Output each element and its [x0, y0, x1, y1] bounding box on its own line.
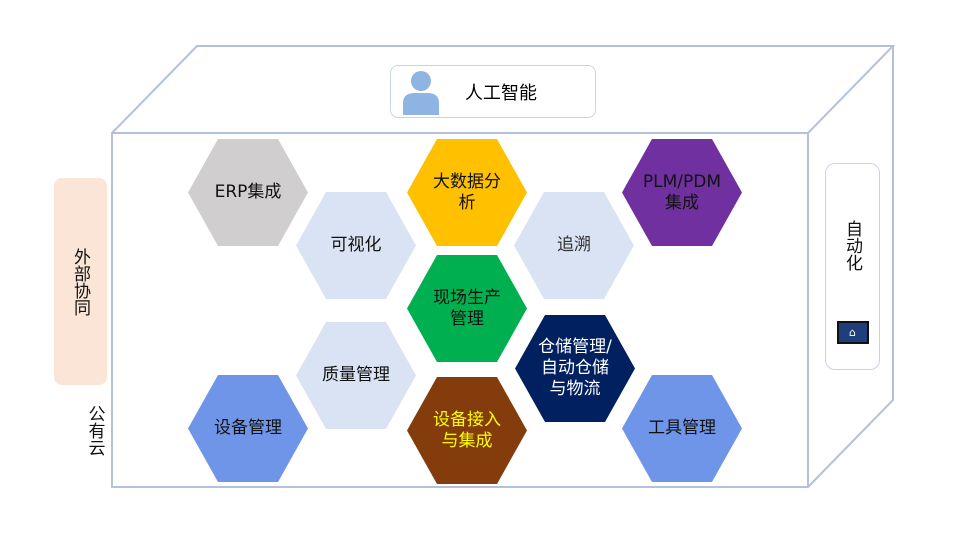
hex-label: PLM/PDM集成	[642, 171, 722, 213]
hex-label: ERP集成	[214, 182, 282, 202]
hex-tooling: 工具管理	[622, 375, 742, 482]
hex-quality: 质量管理	[296, 322, 416, 429]
automation-box: 自动化 ⌂	[825, 163, 880, 370]
hex-label: 工具管理	[648, 418, 716, 438]
public-cloud-label: 公有云	[84, 404, 105, 456]
hex-label: 设备接入与集成	[433, 409, 501, 451]
hex-label: 设备管理	[214, 418, 282, 438]
hex-label: 现场生产管理	[433, 287, 501, 329]
external-collab-box: 外部协同	[54, 178, 107, 385]
hex-label: 可视化	[330, 235, 382, 255]
hex-device-access: 设备接入与集成	[407, 377, 527, 484]
hex-shopfloor: 现场生产管理	[407, 255, 527, 362]
smart-home-icon: ⌂	[836, 320, 869, 344]
automation-label: 自动化	[842, 219, 862, 271]
public-cloud-label-box: 公有云	[80, 395, 110, 465]
hex-warehouse: 仓储管理/自动仓储与物流	[515, 315, 635, 422]
hex-label: 大数据分析	[433, 171, 501, 213]
person-icon	[403, 70, 439, 115]
ai-label: 人工智能	[465, 82, 537, 104]
external-collab-label: 外部协同	[70, 247, 90, 316]
hex-label: 质量管理	[322, 365, 390, 385]
ai-box: 人工智能	[390, 65, 596, 118]
hex-label: 仓储管理/自动仓储与物流	[538, 337, 612, 399]
hex-equipment: 设备管理	[188, 375, 308, 482]
hex-label: 追溯	[557, 235, 591, 255]
